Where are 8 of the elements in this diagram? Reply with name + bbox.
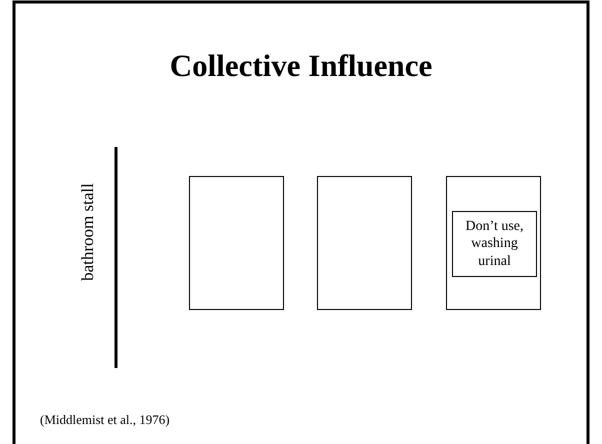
citation-text: (Middlemist et al., 1976) (40, 412, 170, 428)
stall-label: bathroom stall (78, 183, 98, 281)
urinal-box (189, 176, 284, 310)
sign-text: Don’t use, washing urinal (464, 218, 525, 270)
urinal-box (317, 176, 412, 310)
sign-box (452, 211, 537, 277)
slide-title: Collective Influence (168, 48, 434, 84)
urinal-box (446, 176, 541, 310)
